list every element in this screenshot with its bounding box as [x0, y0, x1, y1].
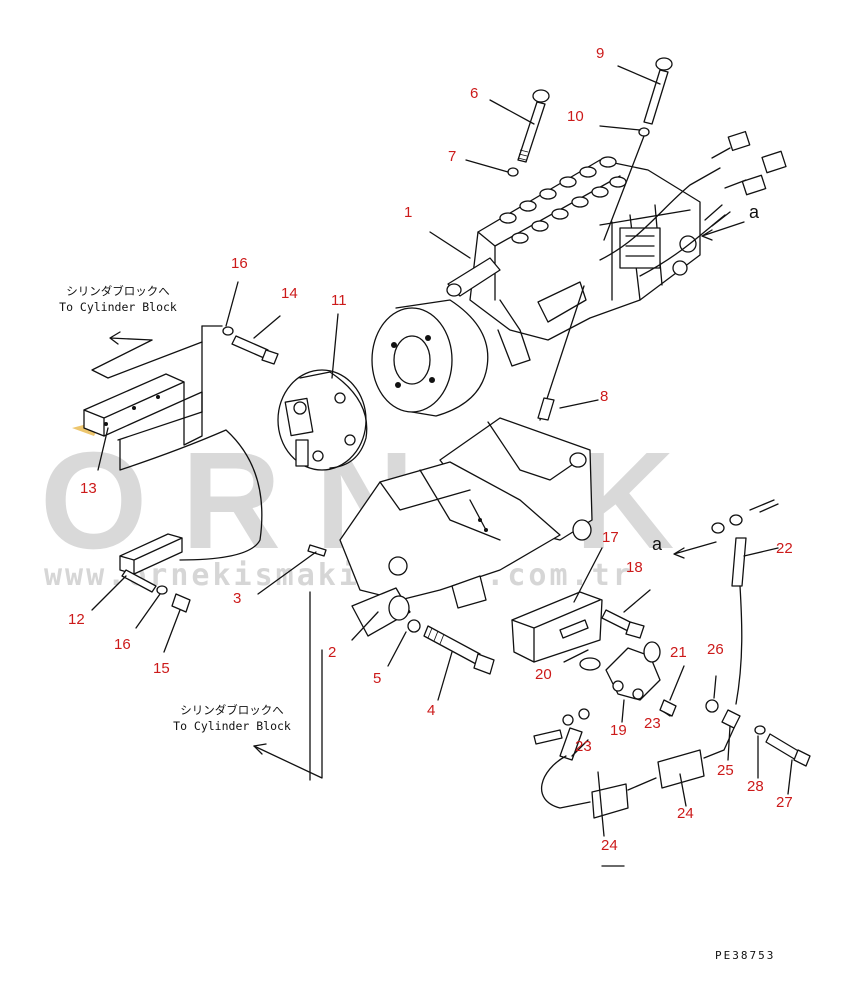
cylinder-block-arrows [91, 331, 323, 781]
part-number-23-right[interactable]: 23 [644, 715, 661, 732]
part-number-21[interactable]: 21 [670, 644, 687, 661]
connection-mark-upper: a [749, 202, 760, 222]
bracket-plate [511, 591, 603, 671]
part-number-10[interactable]: 10 [567, 108, 584, 125]
callout-top-jp: シリンダブロックへ [66, 284, 170, 298]
part-number-1[interactable]: 1 [404, 204, 413, 221]
part-number-23-left[interactable]: 23 [575, 738, 592, 755]
part-number-19[interactable]: 19 [610, 722, 627, 739]
part-number-5[interactable]: 5 [373, 670, 382, 687]
part-number-15[interactable]: 15 [153, 660, 170, 677]
part-number-7[interactable]: 7 [448, 148, 457, 165]
pump-bolts [507, 57, 673, 241]
part-number-13[interactable]: 13 [80, 480, 97, 497]
injection-pump-shape [446, 156, 731, 367]
part-number-24-right[interactable]: 24 [677, 805, 694, 822]
bolt-4 [307, 544, 495, 675]
part-number-14[interactable]: 14 [281, 285, 298, 302]
part-number-6[interactable]: 6 [470, 85, 479, 102]
part-number-28[interactable]: 28 [747, 778, 764, 795]
left-brackets [83, 325, 263, 575]
callout-bottom-jp: シリンダブロックへ [180, 703, 284, 717]
part-number-3[interactable]: 3 [233, 590, 242, 607]
wiring-harness [533, 708, 735, 867]
part-number-4[interactable]: 4 [427, 702, 436, 719]
left-bolts [121, 326, 279, 613]
part-number-20[interactable]: 20 [535, 666, 552, 683]
part-number-11[interactable]: 11 [331, 292, 347, 309]
part-number-2[interactable]: 2 [328, 644, 337, 661]
part-number-16-top[interactable]: 16 [231, 255, 248, 272]
wire-connectors [711, 130, 787, 196]
drawing-code: PE38753 [715, 949, 776, 962]
coupling-disc [277, 369, 368, 471]
leader-lines [91, 65, 793, 837]
part-number-12[interactable]: 12 [68, 611, 85, 628]
part-number-27[interactable]: 27 [776, 794, 793, 811]
callout-top-en: To Cylinder Block [59, 299, 177, 314]
part-number-8[interactable]: 8 [600, 388, 609, 405]
drive-hub [371, 299, 489, 417]
callout-top: シリンダブロックへ To Cylinder Block [38, 284, 198, 315]
part-number-17[interactable]: 17 [602, 529, 619, 546]
mounting-bracket [339, 417, 593, 637]
part-number-22[interactable]: 22 [776, 540, 793, 557]
connection-mark-lower: a [652, 534, 663, 554]
part-number-16-bottom[interactable]: 16 [114, 636, 131, 653]
part-number-24-left[interactable]: 24 [601, 837, 618, 854]
rod-8 [537, 285, 585, 421]
delivery-valves [499, 156, 627, 244]
callout-bottom: シリンダブロックへ To Cylinder Block [152, 703, 312, 734]
part-number-18[interactable]: 18 [626, 559, 643, 576]
part-number-26[interactable]: 26 [707, 641, 724, 658]
part-number-9[interactable]: 9 [596, 45, 605, 62]
bolt-18 [601, 609, 645, 639]
callout-bottom-en: To Cylinder Block [173, 718, 291, 733]
part-number-25[interactable]: 25 [717, 762, 734, 779]
connection-arrows [673, 221, 745, 559]
